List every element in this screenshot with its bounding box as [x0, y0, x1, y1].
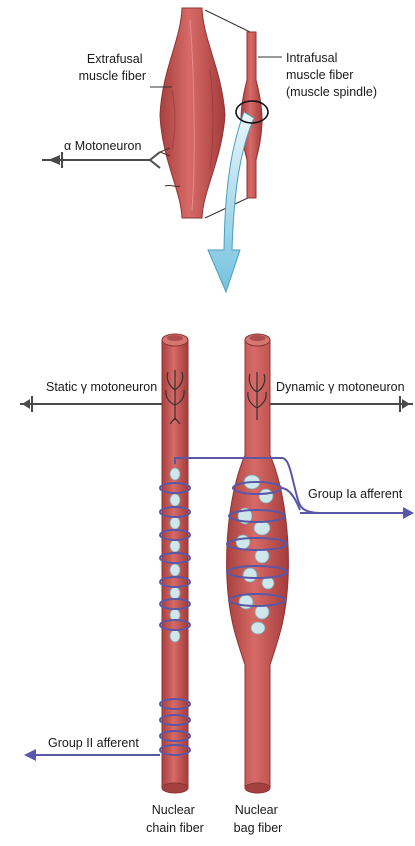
- group-ii-label: Group II afferent: [48, 736, 139, 750]
- intrafusal-label: Intrafusal muscle fiber (muscle spindle): [286, 51, 377, 99]
- extrafusal-label: Extrafusal muscle fiber: [79, 52, 146, 83]
- top-panel: Extrafusal muscle fiber Intrafusal muscl…: [42, 8, 377, 292]
- dynamic-gamma-motoneuron: [270, 396, 413, 412]
- static-gamma-motoneuron: [20, 396, 162, 412]
- group-ia-label: Group Ia afferent: [308, 487, 403, 501]
- static-gamma-label: Static γ motoneuron: [46, 380, 157, 394]
- group-ii-arrowhead: [24, 749, 36, 761]
- dynamic-gamma-label: Dynamic γ motoneuron: [276, 380, 405, 394]
- nuclear-bag-label: Nuclear bag fiber: [234, 803, 283, 835]
- zoom-line-top: [205, 10, 250, 32]
- nuclear-chain-label: Nuclear chain fiber: [146, 803, 204, 835]
- extrafusal-fiber: [160, 8, 225, 218]
- alpha-motoneuron: [42, 152, 160, 168]
- nuclear-bag-fiber: [227, 334, 289, 793]
- group-ia-arrowhead: [403, 507, 414, 519]
- bottom-panel: Group Ia afferent Group II afferent Stat…: [20, 334, 414, 835]
- alpha-motoneuron-label: α Motoneuron: [64, 139, 141, 153]
